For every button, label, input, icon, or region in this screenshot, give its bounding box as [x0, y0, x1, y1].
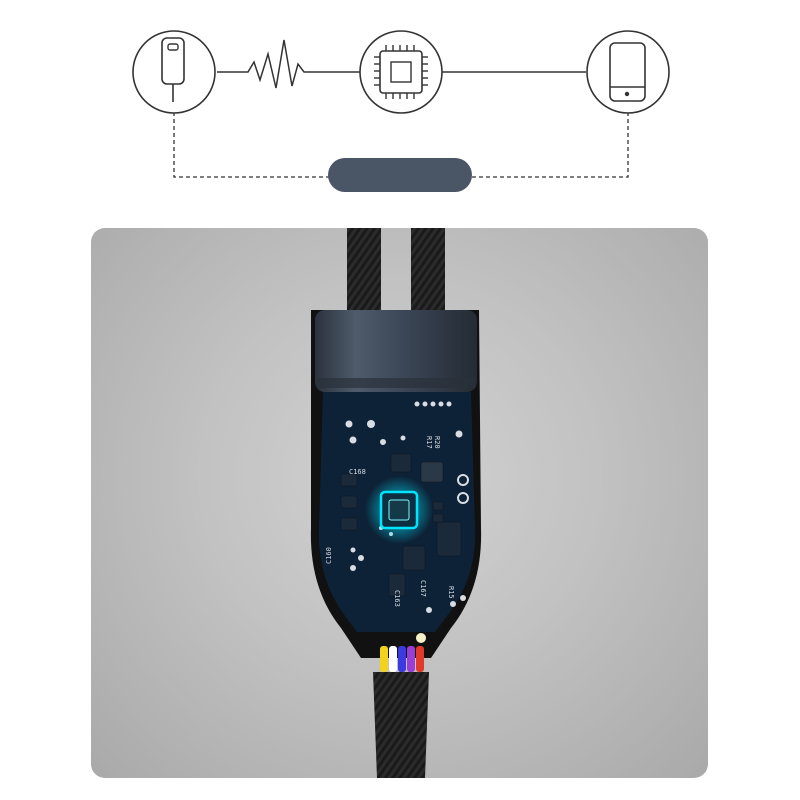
svg-text:R17: R17: [425, 436, 433, 449]
svg-text:R20: R20: [433, 436, 441, 449]
smartphone-icon: [586, 30, 670, 114]
product-photo: C168 R17 R20 C163 C167 R15 C160: [91, 228, 708, 778]
glowing-chip: [365, 476, 433, 544]
metal-cap: [315, 310, 477, 392]
braided-cables-top: [347, 228, 445, 318]
usb-plug-icon: [132, 30, 216, 114]
chip-icon: [359, 30, 443, 114]
svg-text:C160: C160: [325, 547, 333, 564]
svg-text:C167: C167: [419, 580, 427, 597]
svg-text:R15: R15: [447, 586, 455, 599]
braided-cable-bottom: [373, 672, 429, 778]
connector-bar: [328, 158, 472, 192]
charging-diagram: [132, 30, 670, 192]
pcb-silkscreen-labels: C168 R17 R20 C163 C167 R15 C160: [325, 436, 455, 607]
colored-wires: [380, 633, 426, 672]
dashed-connection-lines: [173, 112, 629, 178]
pcb-components: [340, 453, 462, 597]
svg-text:C168: C168: [349, 468, 366, 476]
svg-text:C163: C163: [393, 590, 401, 607]
signal-line: [217, 39, 360, 89]
